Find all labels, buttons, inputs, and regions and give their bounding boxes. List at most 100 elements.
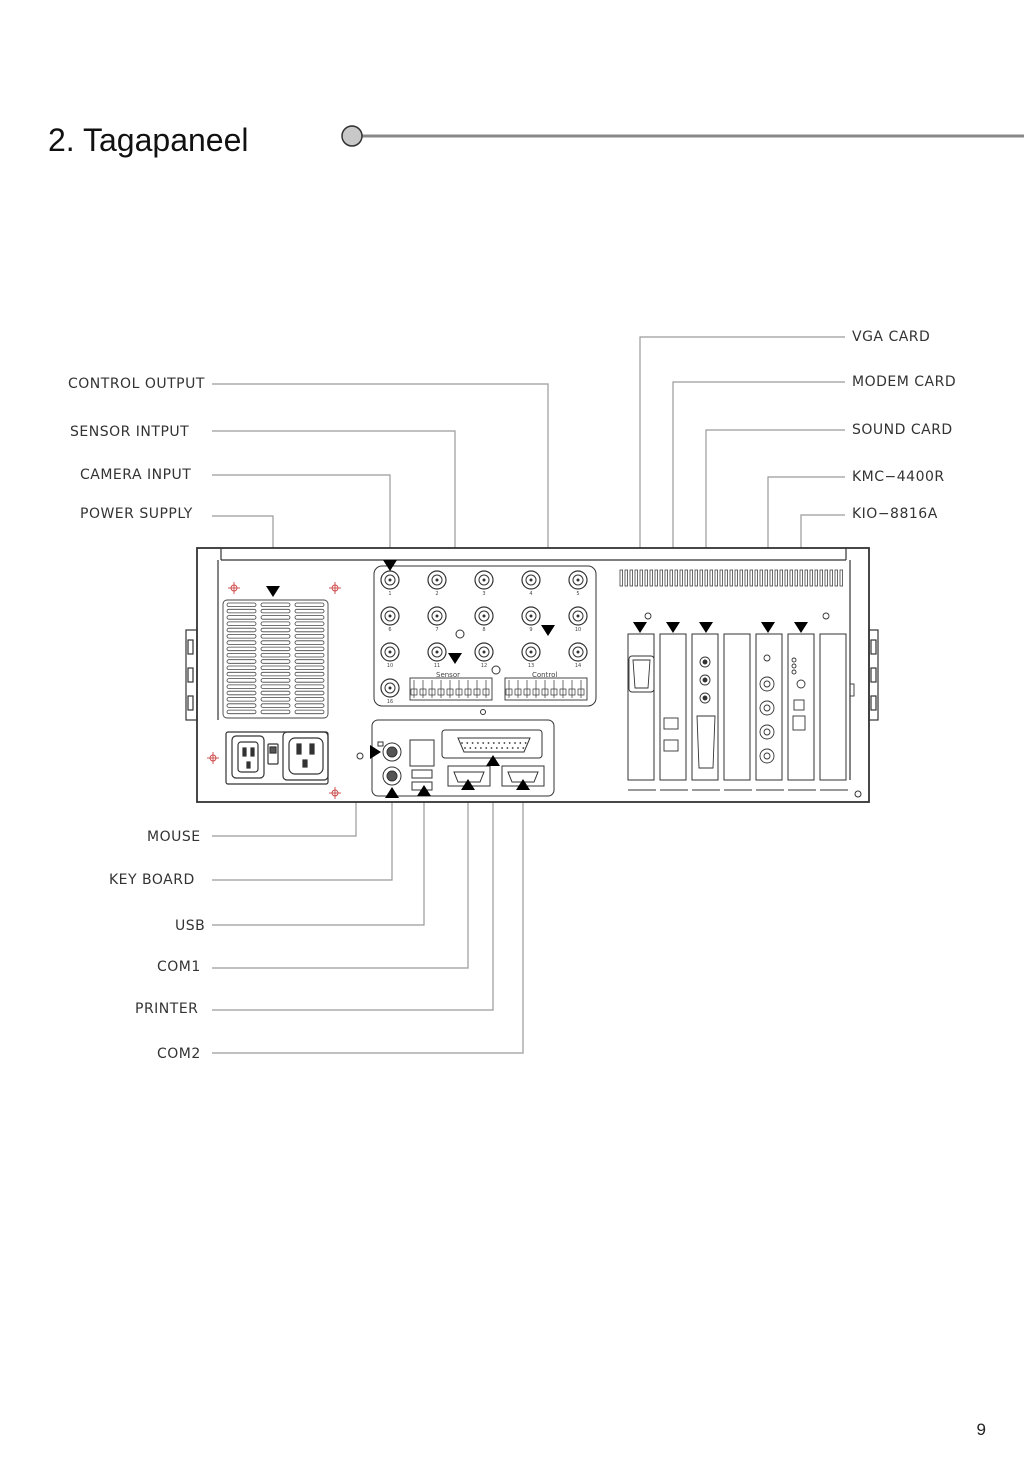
vent-slot xyxy=(834,569,838,587)
ground-screw xyxy=(491,665,501,675)
arrow-modem-card xyxy=(666,622,680,633)
vent-slot xyxy=(829,569,833,587)
bnc-connector: 11 xyxy=(427,642,447,669)
vent-slot xyxy=(294,671,325,677)
bnc-connector: 14 xyxy=(568,642,588,669)
terminal-screw xyxy=(550,688,558,696)
label-kio-8816a: KIO−8816A xyxy=(852,506,938,522)
vent-slot xyxy=(704,569,708,587)
top-vents xyxy=(619,569,843,587)
leader-com2 xyxy=(212,790,524,1054)
vent-slot xyxy=(294,703,325,708)
bnc-number: 13 xyxy=(528,663,534,669)
label-com2: COM2 xyxy=(157,1046,201,1062)
vent-slot xyxy=(294,608,325,614)
label-modem-card: MODEM CARD xyxy=(852,374,956,390)
bnc-connector: 10 xyxy=(568,606,588,633)
vent-slot xyxy=(294,690,325,696)
terminal-screw xyxy=(514,688,522,696)
leader-lines xyxy=(212,336,845,1054)
vent-slot xyxy=(226,634,257,639)
vent-slot xyxy=(226,709,257,715)
camera-block xyxy=(373,565,597,707)
pin xyxy=(461,742,463,744)
leader-vga-card xyxy=(639,336,845,620)
slot-bracket xyxy=(755,633,783,781)
kmc-bnc-3 xyxy=(759,724,775,740)
vent-slot xyxy=(260,640,291,645)
bnc-connector: 9 xyxy=(521,606,541,633)
pin xyxy=(514,742,516,744)
slot-bracket xyxy=(659,633,687,781)
vent-slot xyxy=(226,621,257,626)
pin xyxy=(474,747,477,749)
slot-bracket xyxy=(819,633,847,781)
vent-slot xyxy=(789,569,793,587)
vent-slot xyxy=(664,569,668,587)
modem-rj11-2 xyxy=(663,739,679,752)
chassis-bottom-marks xyxy=(356,752,862,798)
vent-slot xyxy=(226,690,257,696)
vent-slot xyxy=(226,615,257,620)
leader-modem-card xyxy=(672,381,845,620)
arrow-com1 xyxy=(461,779,475,790)
bnc-connector: 5 xyxy=(568,570,588,597)
bnc-number: 2 xyxy=(435,591,438,597)
vent-slot xyxy=(226,703,257,708)
vent-slot xyxy=(294,684,325,689)
label-com1: COM1 xyxy=(157,959,201,975)
terminal-screw xyxy=(419,688,427,696)
label-keyboard: KEY BOARD xyxy=(109,872,195,888)
usb-port-1 xyxy=(411,769,433,779)
vent-slot xyxy=(689,569,693,587)
arrow-control-output xyxy=(541,625,555,636)
vent-slot xyxy=(260,671,291,677)
vent-slot xyxy=(294,659,325,664)
label-mouse: MOUSE xyxy=(147,829,201,845)
pin xyxy=(503,742,506,744)
bnc-connector: 8 xyxy=(474,606,494,633)
connector-pins xyxy=(461,742,527,749)
ground-screw-2 xyxy=(455,629,465,639)
bnc-connector: 10 xyxy=(380,642,400,669)
leader-control-output xyxy=(212,383,549,620)
bnc-number: 10 xyxy=(387,663,393,669)
slot-bracket xyxy=(691,633,719,781)
vent-slot xyxy=(226,659,257,664)
vent-slot xyxy=(639,569,643,587)
vent-slot xyxy=(260,615,291,620)
vent-slot xyxy=(226,608,257,614)
parallel-port xyxy=(457,737,531,753)
bnc-number: 7 xyxy=(435,627,438,633)
arrow-mouse xyxy=(370,745,381,759)
pin xyxy=(508,742,511,744)
serial-port-com2 xyxy=(507,771,539,783)
kmc-bnc-4 xyxy=(759,748,775,764)
vent-slot xyxy=(294,627,325,633)
bnc-number: 8 xyxy=(482,627,485,633)
vent-slot xyxy=(260,678,291,683)
game-port xyxy=(696,715,716,769)
leader-camera-input xyxy=(212,474,391,560)
vent-slot xyxy=(260,608,291,614)
label-power-supply: POWER SUPPLY xyxy=(80,506,193,522)
terminal-screw xyxy=(577,688,585,696)
vent-slot xyxy=(804,569,808,587)
arrow-printer xyxy=(486,755,500,766)
vent-slot xyxy=(839,569,843,587)
vent-slot xyxy=(226,665,257,670)
pin xyxy=(517,747,519,749)
vent-slot xyxy=(260,703,291,708)
vent-slot xyxy=(649,569,653,587)
vent-slot xyxy=(654,569,658,587)
page-title: 2. Tagapaneel xyxy=(48,122,249,158)
terminal-screw xyxy=(428,688,436,696)
control-terminal-label: Control xyxy=(532,671,557,679)
vent-slot xyxy=(624,569,628,587)
vent-slot xyxy=(294,709,325,715)
vent-slot xyxy=(226,640,257,645)
vent-slot xyxy=(774,569,778,587)
vent-slot xyxy=(629,569,633,587)
vent-slot xyxy=(294,665,325,670)
arrow-keyboard xyxy=(385,787,399,798)
